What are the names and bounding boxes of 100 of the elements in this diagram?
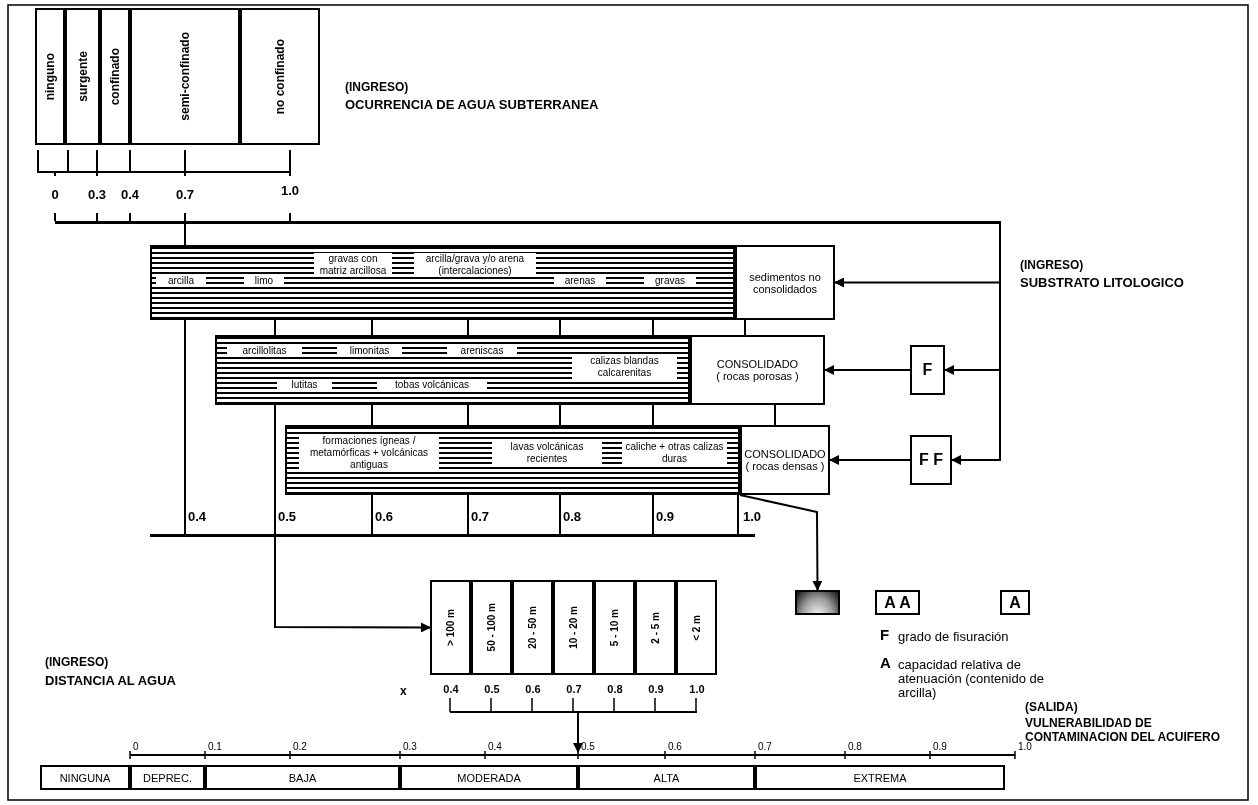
arrow [739, 494, 823, 591]
lithology-label: limo [244, 275, 284, 287]
distance-cell: > 100 m [430, 580, 471, 675]
arrow [951, 221, 1001, 465]
category-box: CONSOLIDADO ( rocas densas ) [740, 425, 830, 495]
tick-label: 0.5 [581, 740, 596, 754]
tick-label: 0.9 [933, 740, 948, 754]
connector-line [467, 494, 469, 535]
category-box: sedimentos no consolidados [735, 245, 835, 320]
factor-box: F [910, 345, 945, 395]
lithology-label: arenas [554, 275, 606, 287]
connector-line [652, 404, 654, 426]
distance-cell: 5 - 10 m [594, 580, 635, 675]
caption-text: (SALIDA) [1025, 700, 1079, 714]
distance-cell: 2 - 5 m [635, 580, 676, 675]
tick-label: 0.1 [208, 740, 223, 754]
tick-label: 0.6 [375, 510, 395, 524]
caption-text: VULNERABILIDAD DE CONTAMINACION DEL ACUIFERO [1025, 716, 1222, 744]
connector-line [652, 319, 654, 336]
connector-line [371, 494, 373, 535]
caption-text: F [880, 628, 891, 642]
tick-label: 1.0 [1018, 741, 1032, 754]
tick-label: 1.0 [743, 510, 763, 524]
connector-line [559, 404, 561, 426]
caption-text: DISTANCIA AL AGUA [45, 674, 177, 688]
tick-label: 0 [133, 740, 140, 754]
tick-label: 0.3 [86, 188, 108, 202]
distance-cell: 50 - 100 m [471, 580, 512, 675]
category-cell: semi-confinado [130, 8, 240, 145]
caption-text: grado de fisuración [898, 630, 1010, 644]
tick-label: 0.8 [848, 740, 863, 754]
connector-line [559, 319, 561, 336]
distance-cell: 20 - 50 m [512, 580, 553, 675]
class-cell: BAJA [205, 765, 400, 790]
connector-line [774, 404, 776, 426]
connector-line [184, 221, 186, 246]
tick-label: 0.4 [488, 740, 503, 754]
caption-text: (INGRESO) [45, 655, 110, 669]
lithology-label: gravas con matriz arcillosa [314, 253, 392, 277]
distance-cell: < 2 m [676, 580, 717, 675]
tick-label: 0.4 [119, 188, 141, 202]
connector-line [184, 319, 186, 535]
tick-label: 0 [50, 188, 60, 202]
lithology-band [215, 335, 690, 405]
class-cell: EXTREMA [755, 765, 1005, 790]
caption-text: A [880, 656, 892, 670]
lithology-label: tobas volcánicas [377, 379, 487, 391]
connector-line [652, 494, 654, 535]
lithology-label: lavas volcánicas recientes [492, 441, 602, 465]
tick-label: 0.8 [606, 682, 624, 696]
class-cell: NINGUNA [40, 765, 130, 790]
arrow [824, 365, 911, 375]
category-cell: confinado [100, 8, 130, 145]
tick-label: 0.7 [758, 740, 773, 754]
category-cell: surgente [65, 8, 100, 145]
caption-text: SUBSTRATO LITOLOGICO [1020, 276, 1185, 290]
caption-text: (INGRESO) [345, 80, 410, 94]
connector-line [559, 494, 561, 535]
tick-label: 0.6 [668, 740, 683, 754]
shaded-box [795, 590, 840, 615]
lithology-label: formaciones ígneas / metamórficas + volcánicas antiguas [299, 435, 439, 471]
tick-label: 0.6 [524, 682, 542, 696]
caption-text: capacidad relativa de atenuación (contenido de arcilla) [898, 658, 1045, 700]
lithology-band [285, 425, 740, 495]
lithology-label: arcilla/grava y/o arena (intercalaciones) [414, 253, 536, 277]
lithology-label: arcillolitas [227, 345, 302, 357]
tick-label: 0.7 [174, 188, 196, 202]
tick-label: 0.8 [563, 510, 583, 524]
tick-label: 1.0 [688, 682, 706, 696]
factor-box: F F [910, 435, 952, 485]
tick-label: 0.7 [565, 682, 583, 696]
connector-line [467, 319, 469, 336]
lithology-band [150, 245, 735, 320]
factor-box: A [1000, 590, 1030, 615]
connector-line [371, 404, 373, 426]
class-cell: ALTA [578, 765, 755, 790]
caption-text: (INGRESO) [1020, 258, 1085, 272]
lithology-label: limonitas [337, 345, 402, 357]
lithology-label: calizas blandas calcarenitas [572, 355, 677, 379]
connector-line [371, 319, 373, 336]
tick-label: 0.4 [188, 510, 208, 524]
tick-label: 1.0 [279, 184, 301, 198]
tick-label: 0.3 [403, 740, 418, 754]
tick-label: 0.9 [656, 510, 676, 524]
connector-line [467, 404, 469, 426]
lithology-label: arcilla [156, 275, 206, 287]
class-cell: DEPREC. [130, 765, 205, 790]
lithology-label: gravas [644, 275, 696, 287]
category-box: CONSOLIDADO ( rocas porosas ) [690, 335, 825, 405]
tick-label: 0.9 [647, 682, 665, 696]
class-cell: MODERADA [400, 765, 578, 790]
arrow [274, 536, 431, 633]
lithology-label: areniscas [447, 345, 517, 357]
connector-line [274, 319, 276, 336]
factor-box: A A [875, 590, 920, 615]
connector-line [274, 404, 276, 535]
lithology-label: lutitas [277, 379, 332, 391]
arrow [829, 455, 911, 465]
scale-bar [150, 534, 755, 537]
category-cell: ninguno [35, 8, 65, 145]
